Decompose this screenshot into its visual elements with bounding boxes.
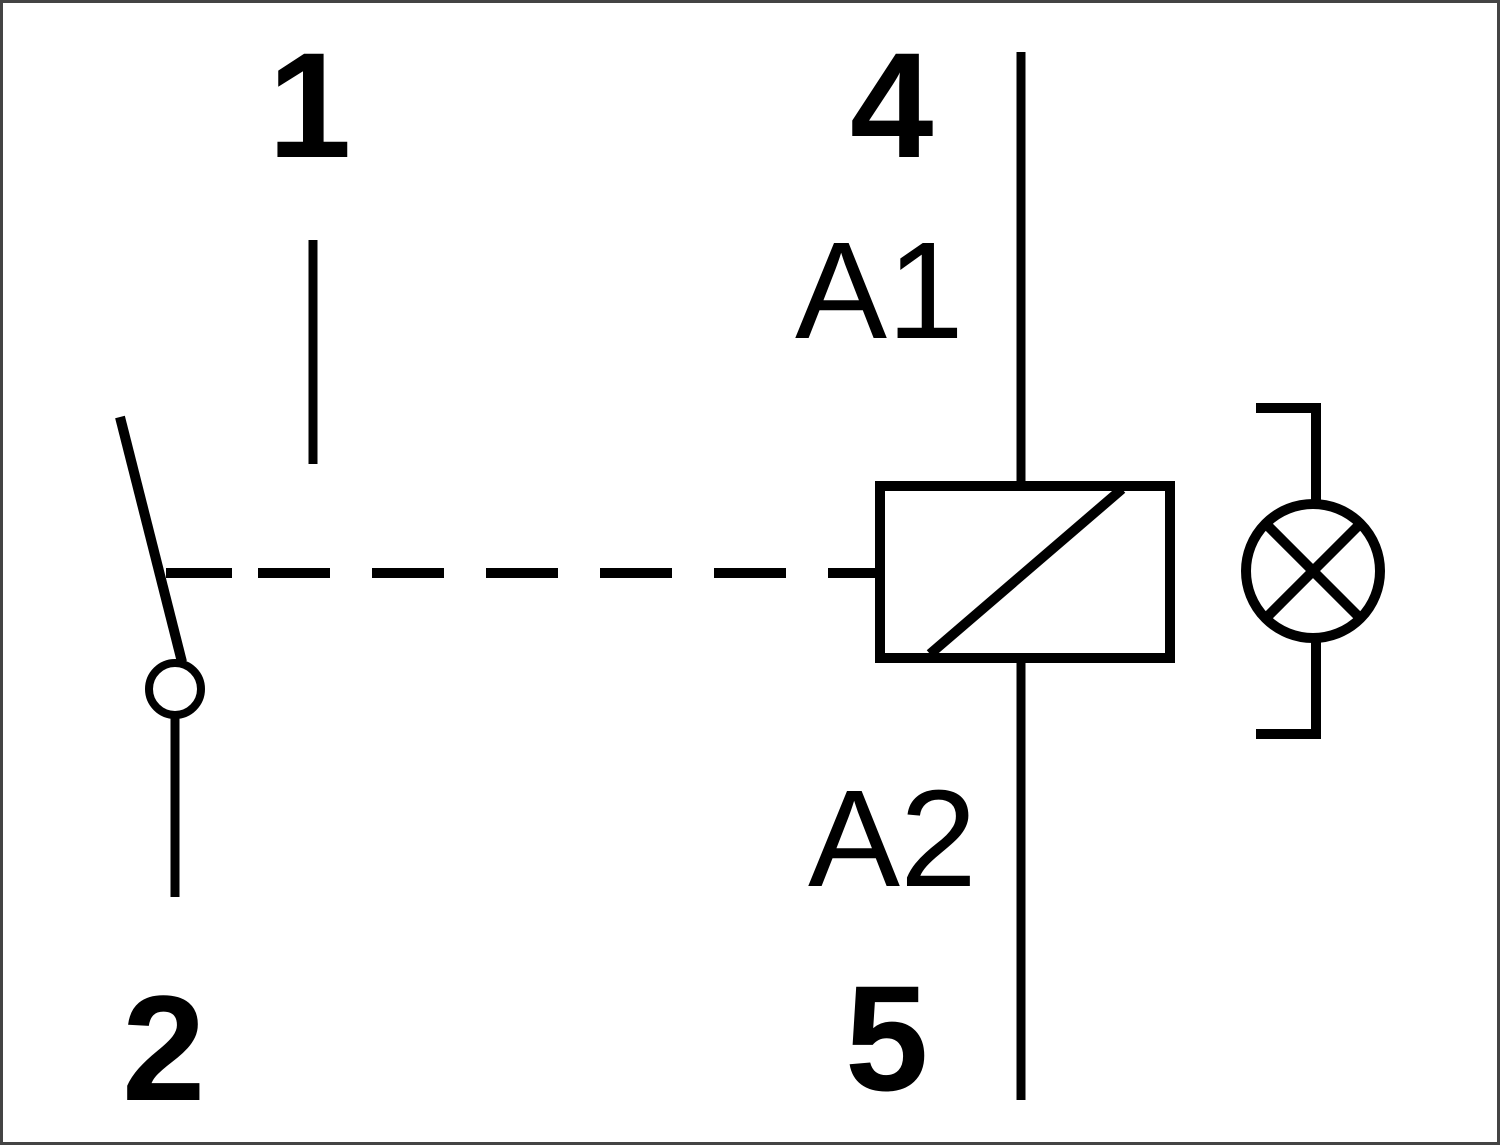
- normally-open-contact-icon: [115, 240, 318, 897]
- coil-label-a2: A2: [808, 762, 977, 916]
- contact-pivot-dot: [145, 659, 205, 719]
- indicator-lamp-icon: [1241, 403, 1385, 739]
- lamp-lead-bottom: [1256, 640, 1321, 739]
- relay-coil-icon: [875, 481, 1175, 663]
- lamp-cross-b: [1262, 520, 1364, 622]
- terminal-label-5: 5: [845, 954, 928, 1122]
- coil-box: [875, 481, 1175, 663]
- terminal-label-1: 1: [268, 21, 351, 189]
- terminal-label-2: 2: [122, 964, 205, 1132]
- coil-diagonal: [926, 485, 1126, 658]
- coil-label-a1: A1: [795, 214, 964, 368]
- lamp-lead-top: [1256, 403, 1321, 502]
- terminal-label-4: 4: [850, 21, 933, 189]
- contact-blade: [115, 415, 187, 664]
